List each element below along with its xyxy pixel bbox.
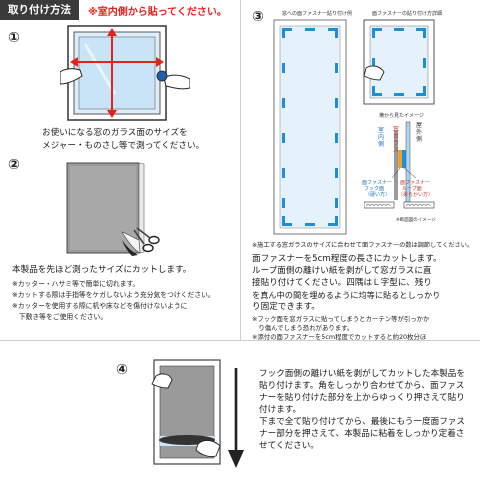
step3-hook-label-3: （硬い方）	[365, 192, 391, 198]
step4-number: ④	[116, 362, 128, 378]
step3-image-note: ※断面図のイメージ	[396, 218, 436, 223]
step3-cross-section	[391, 121, 417, 203]
step3-side-view-label: 横から見たイメージ	[379, 113, 424, 119]
step3-side-outdoor: 屋外側	[416, 122, 423, 143]
step3-number: ③	[252, 9, 264, 25]
step4-text-line3: ナーを貼り付けた部分を上からゆっくり押さえて貼り	[259, 393, 465, 403]
step3-text-line3: 接貼り付けてください。四隅はＬ字型に、残り	[252, 278, 432, 288]
step3-hook-label-2: フック面	[364, 186, 385, 192]
divider-vertical	[240, 0, 241, 340]
step2-note-4: 下敷き等をご使用ください。	[12, 313, 108, 321]
step3-text-line1: 面ファスナーを5cm程度の長さにカットします。	[252, 254, 442, 264]
step3-text-line5: り固定できます。	[252, 302, 320, 312]
step4-text-line5: 下まで全て貼り付けてから、最後にもう一度面ファス	[259, 417, 465, 427]
header-note: ※室内側から貼ってください。	[88, 7, 227, 18]
step1-number: ①	[8, 30, 20, 46]
step3-label-detail: 面ファスナーの貼り付け方詳細	[372, 11, 443, 17]
step3-fastener-samples	[364, 201, 435, 209]
step2-note-1: ※カッター・ハサミ等で簡単に切れます。	[12, 280, 140, 288]
step2-note-2: ※カットする際は手指等をケガしないよう充分気をつけください。	[12, 291, 215, 299]
step3-label-window-example: 窓への面ファスナー貼り付け例	[282, 11, 353, 17]
step3-loop-label-2: ループ面	[402, 186, 422, 192]
step3-note-1: ※フック面を窓ガラスに貼ってしまうとカーテン等が引っかか	[252, 315, 430, 323]
step3-window-fastener-diagram	[273, 19, 347, 235]
step1-window-illustration	[60, 25, 190, 121]
step3-loop-label-3: （柔らかい方）	[398, 192, 434, 198]
step1-text-line1: お使いになる窓のガラス面のサイズを	[42, 128, 188, 138]
step3-side-glass: 窓ガラス	[393, 126, 400, 154]
step2-note-3: ※カッターを使用する際に机や床などを傷付けないように	[12, 302, 188, 310]
step1-text-line2: メジャー・ものさし等で測ってください。	[42, 141, 205, 151]
step3-text-line2: ループ面側の離けい紙を剥がして窓ガラスに直	[252, 266, 432, 276]
step4-text-line6: ナー部分を押さえて、本製品に粘着をしっかり定着さ	[259, 429, 465, 439]
step2-text: 本製品を先ほど測ったサイズにカットします。	[12, 265, 192, 275]
step3-detail-illustration	[363, 19, 435, 105]
step3-note-2: り傷んでしまう恐れがあります。	[252, 324, 354, 332]
section-title: 取り付け方法	[0, 0, 79, 20]
step3-side-indoor: 室内側	[378, 127, 385, 148]
step2-number: ②	[8, 157, 20, 173]
step4-text-line1: フック面側の離けい紙を剥がしてカットした本製品を	[259, 369, 465, 379]
step3-diagram-note: ※施工する窓ガラスのサイズに合わせて面ファスナーの数は調節してください。	[252, 242, 474, 249]
step3-note-3: ※添付の面ファスナーを5cm程度でカットすると約20枚分ほ	[252, 333, 427, 341]
step3-text-line4: を真ん中の間を埋めるように均等に貼るとしっかり	[252, 290, 441, 300]
step2-cutting-illustration	[66, 162, 160, 256]
step3-hook-label-1: 面ファスナー	[362, 180, 393, 186]
divider-horizontal	[0, 340, 480, 341]
step3-loop-label-1: 面ファスナー	[400, 180, 431, 186]
step4-text-line7: せてください。	[259, 441, 319, 451]
step4-attach-illustration	[151, 359, 244, 468]
step4-text-line4: 付けます。	[259, 405, 302, 415]
step4-text-line2: 貼り付けます。角をしっかり合わせてから、面ファス	[259, 381, 465, 391]
